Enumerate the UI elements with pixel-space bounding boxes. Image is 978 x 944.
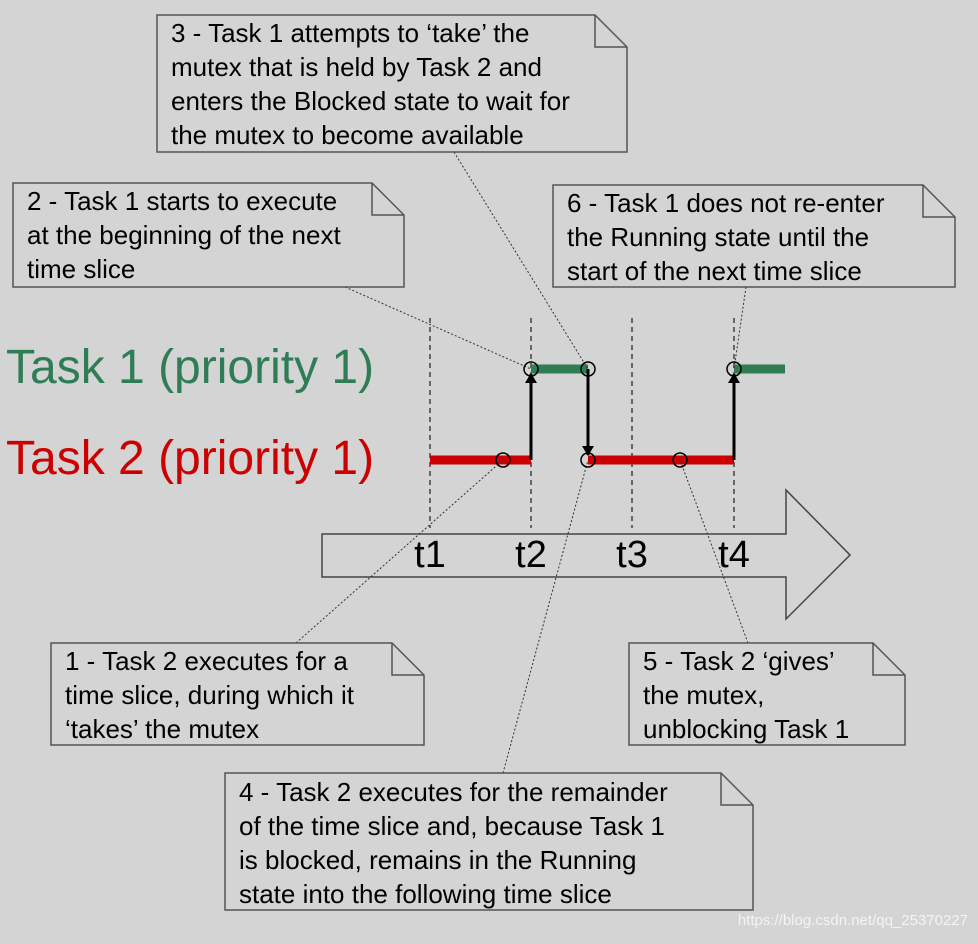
tick-label-t3: t3 <box>616 534 648 576</box>
task1-label: Task 1 (priority 1) <box>6 341 375 394</box>
event-marker-1 <box>495 452 511 468</box>
timeline-arrow <box>321 488 852 621</box>
note-5-box <box>628 642 906 746</box>
note-5-text: 5 - Task 2 ‘gives’the mutex,unblocking T… <box>643 646 850 744</box>
event-marker-6 <box>726 361 742 377</box>
tick-label-t4: t4 <box>718 534 750 576</box>
task2-label: Task 2 (priority 1) <box>6 432 375 485</box>
note-6-box <box>552 184 956 288</box>
note-2-box <box>12 182 405 288</box>
leader-line-6 <box>733 286 747 370</box>
event-marker-3 <box>580 361 596 377</box>
leader-line-4 <box>502 459 589 774</box>
note-1-box <box>50 642 425 746</box>
tick-label-t1: t1 <box>414 534 446 576</box>
tick-label-t2: t2 <box>515 534 547 576</box>
event-marker-2 <box>523 361 539 377</box>
note-3-box <box>156 14 628 153</box>
leader-line-3 <box>453 151 589 370</box>
watermark: https://blog.csdn.net/qq_25370227 <box>737 912 968 929</box>
leader-line-5 <box>679 459 749 644</box>
event-marker-4 <box>580 452 596 468</box>
event-marker-5 <box>672 452 688 468</box>
note-4-box <box>224 772 754 911</box>
leader-line-2 <box>344 286 532 370</box>
